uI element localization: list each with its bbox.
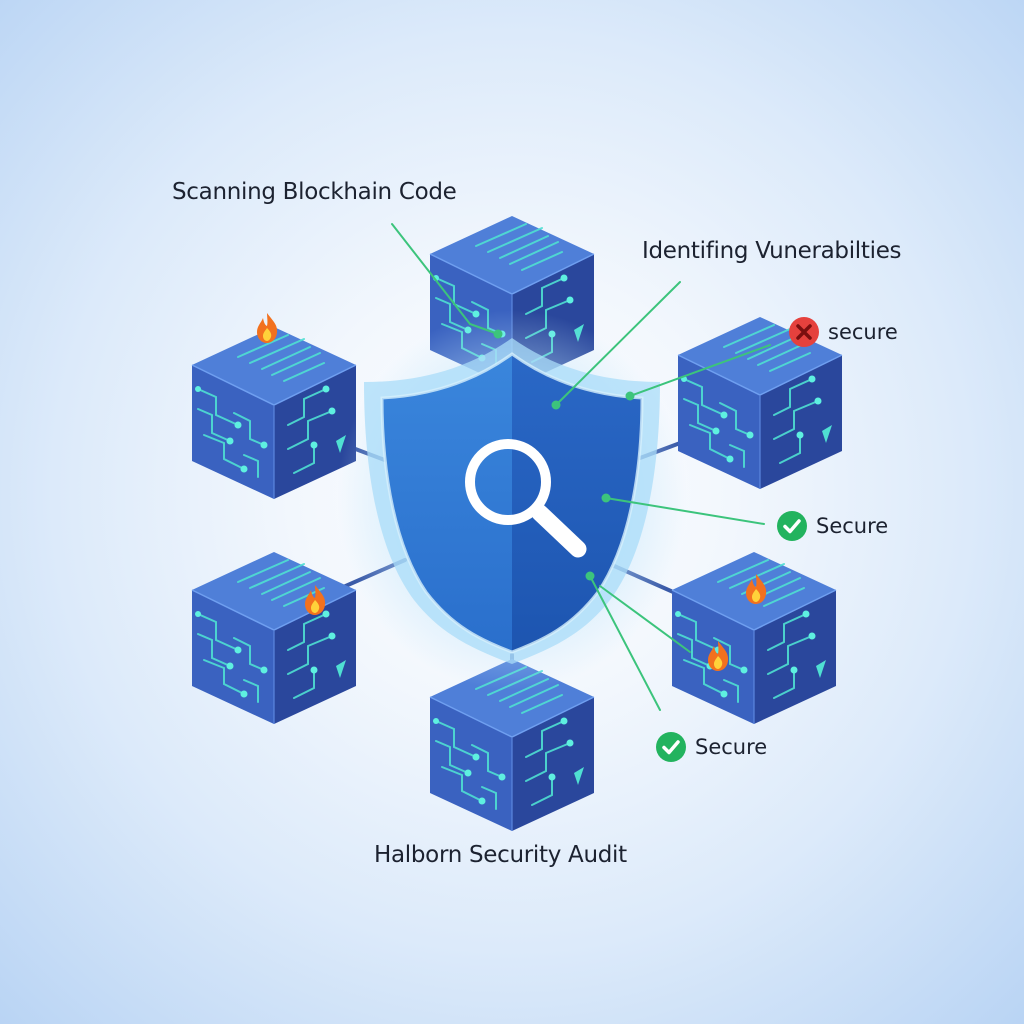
block-lower-left — [191, 551, 357, 725]
block-lower-right — [671, 551, 837, 725]
connector-identifying — [555, 281, 681, 406]
label-footer: Halborn Security Audit — [374, 842, 627, 868]
status-pass-2: Secure — [655, 731, 767, 763]
label-scanning: Scanning Blockhain Code — [172, 179, 457, 205]
shield-icon — [337, 310, 687, 690]
magnifier-icon — [465, 439, 587, 558]
block-upper-left — [191, 313, 357, 500]
status-fail: secure — [788, 316, 898, 348]
status-pass-2-text: Secure — [695, 735, 768, 759]
connector-scanning — [391, 223, 499, 335]
connector-secure-check-2 — [589, 575, 661, 711]
check-circle-icon — [656, 732, 686, 762]
annotation-connectors — [391, 223, 771, 711]
status-fail-text: secure — [828, 320, 898, 344]
connector-flame-lower-right — [599, 585, 691, 653]
status-pass-1-text: Secure — [816, 514, 889, 538]
connector-secure-x — [629, 344, 771, 397]
label-identifying: Identifing Vunerabilties — [642, 238, 902, 264]
connector-secure-check-1 — [605, 497, 765, 525]
connector-dots — [493, 329, 635, 581]
status-pass-1: Secure — [776, 510, 888, 542]
check-circle-icon — [777, 511, 807, 541]
cross-circle-icon — [789, 317, 819, 347]
flame-icon — [257, 313, 278, 343]
